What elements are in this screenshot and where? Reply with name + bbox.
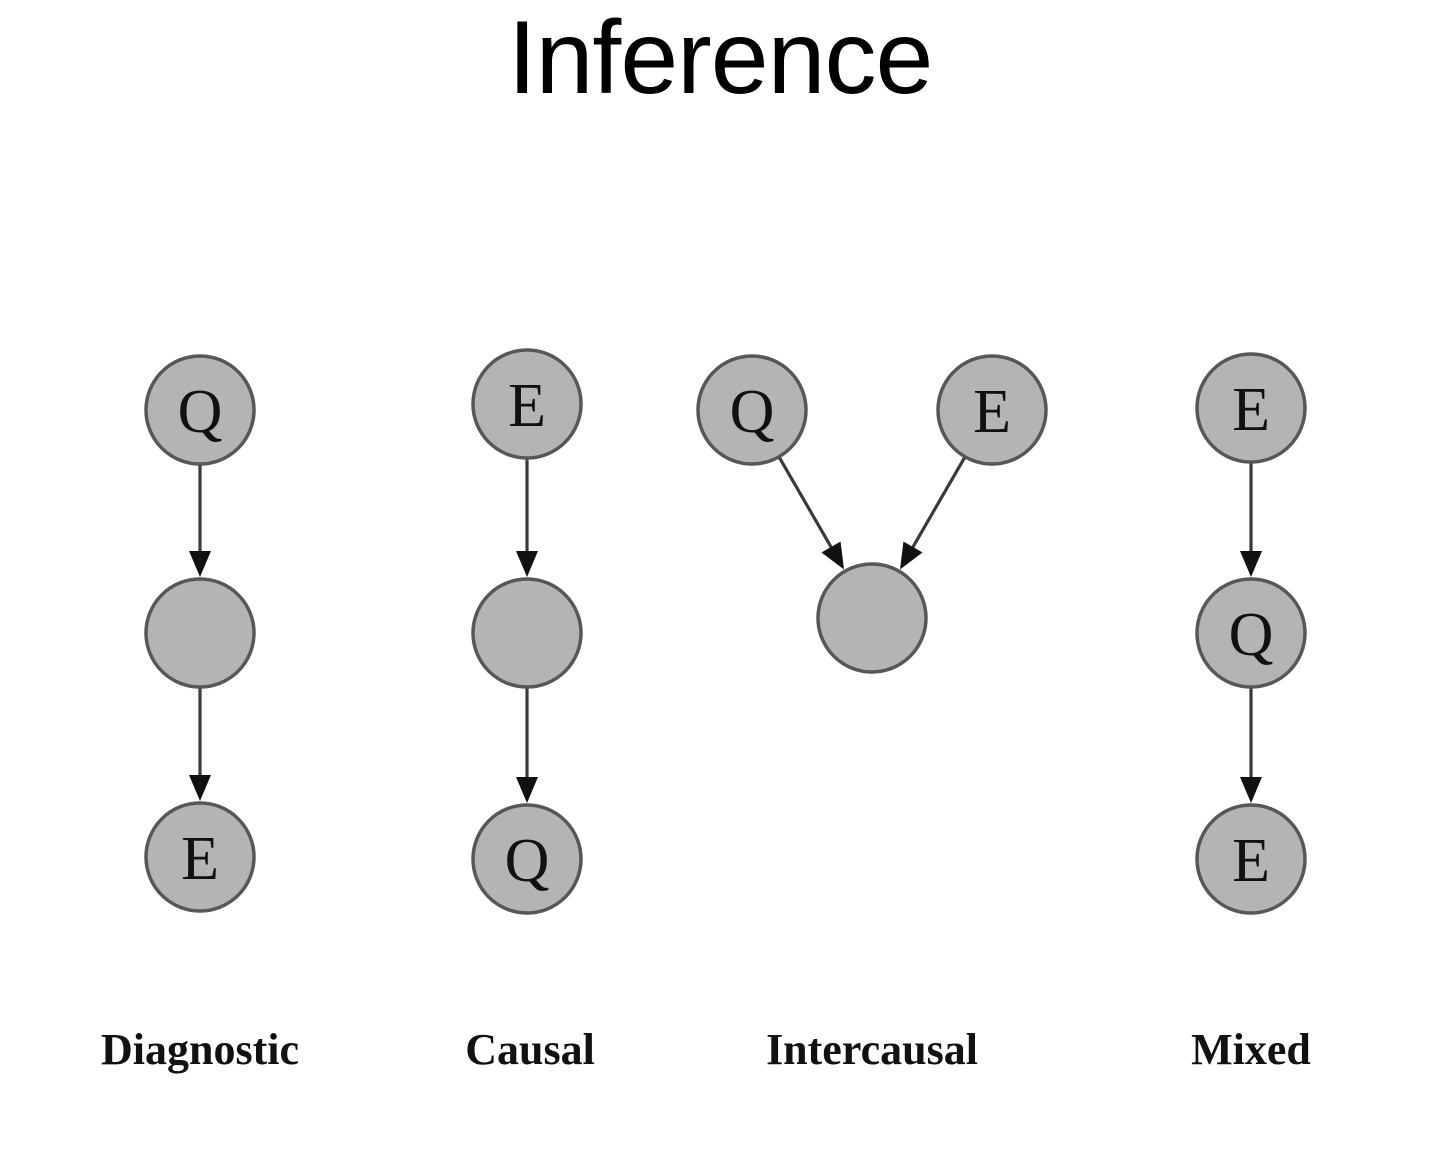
arrowhead-icon (189, 775, 211, 801)
group-caption-causal: Causal (465, 1025, 595, 1074)
group-caption-mixed: Mixed (1191, 1025, 1311, 1074)
node-label: E (973, 378, 1011, 446)
nodes-layer: Q E E Q Q E E Q E (144, 348, 1307, 915)
node-label: E (181, 825, 219, 893)
graph-node-mixed-m1[interactable]: E (1195, 352, 1307, 464)
graph-node-causal-c1[interactable]: E (471, 348, 583, 460)
node-circle[interactable] (696, 354, 808, 466)
node-circle[interactable] (1195, 352, 1307, 464)
graph-node-causal-c3[interactable]: Q (471, 803, 583, 915)
node-circle[interactable] (471, 348, 583, 460)
group-caption-diagnostic: Diagnostic (101, 1025, 299, 1074)
graph-node-diagnostic-d2[interactable] (144, 577, 256, 689)
arrowhead-icon (516, 551, 538, 577)
node-label: E (1232, 827, 1270, 895)
node-label: E (1232, 376, 1270, 444)
graph-node-intercausal-i1[interactable]: Q (696, 354, 808, 466)
node-circle[interactable] (936, 354, 1048, 466)
graph-node-causal-c2[interactable] (471, 577, 583, 689)
arrowhead-icon (1240, 551, 1262, 577)
node-circle[interactable] (144, 354, 256, 466)
graph-node-diagnostic-d1[interactable]: Q (144, 354, 256, 466)
node-label: Q (1229, 601, 1274, 669)
edge-i1-to-i3 (778, 456, 835, 552)
node-circle[interactable] (1195, 803, 1307, 915)
page-title: Inference (507, 0, 934, 116)
node-circle[interactable] (144, 801, 256, 913)
graph-node-mixed-m3[interactable]: E (1195, 803, 1307, 915)
graph-node-mixed-m2[interactable]: Q (1195, 577, 1307, 689)
arrowhead-icon (899, 541, 923, 570)
node-label: E (508, 372, 546, 440)
edges-layer (189, 456, 1262, 803)
arrowhead-icon (1240, 777, 1262, 803)
arrowhead-icon (189, 551, 211, 577)
node-circle[interactable] (471, 803, 583, 915)
graph-node-intercausal-i2[interactable]: E (936, 354, 1048, 466)
node-circle[interactable] (144, 577, 256, 689)
graph-node-intercausal-i3[interactable] (816, 562, 928, 674)
node-label: Q (178, 378, 223, 446)
arrowhead-icon (821, 541, 845, 570)
node-label: Q (505, 827, 550, 895)
node-label: Q (730, 378, 775, 446)
node-circle[interactable] (1195, 577, 1307, 689)
arrowhead-icon (516, 777, 538, 803)
node-circle[interactable] (471, 577, 583, 689)
group-caption-intercausal: Intercausal (766, 1025, 978, 1074)
edge-i2-to-i3 (909, 456, 966, 552)
node-circle[interactable] (816, 562, 928, 674)
graph-node-diagnostic-d3[interactable]: E (144, 801, 256, 913)
